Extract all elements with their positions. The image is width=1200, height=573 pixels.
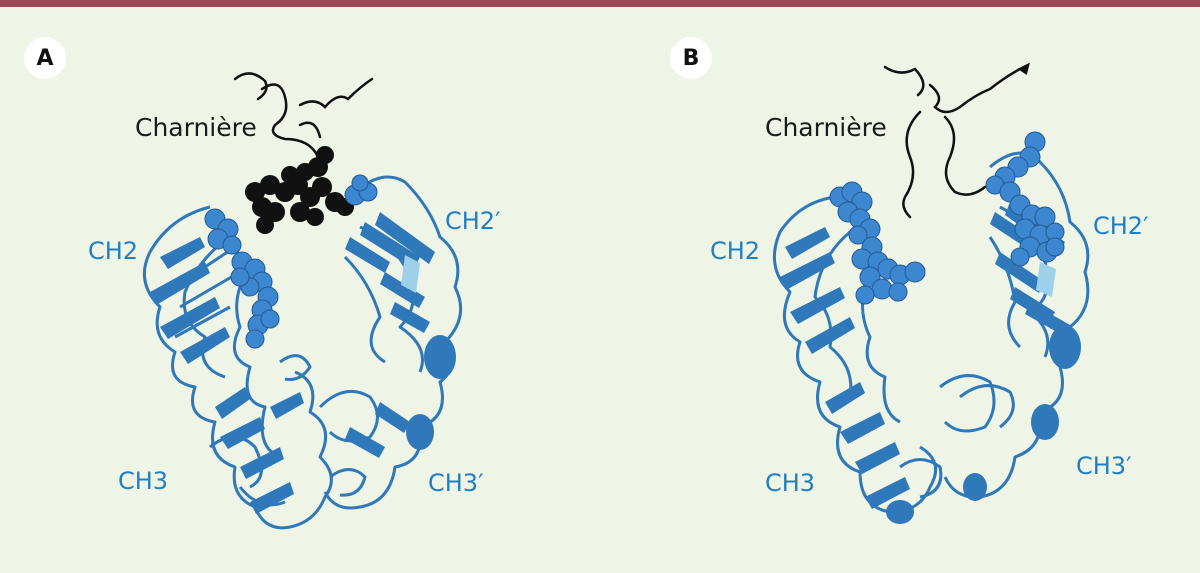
ch3-left-label: CH3 — [765, 469, 816, 497]
binding-spheres-blue-b — [829, 131, 1065, 305]
ch2-left-label: CH2 — [710, 237, 761, 265]
hinge-chain-a — [233, 72, 374, 159]
hinge-chain-b — [883, 62, 1030, 219]
hinge-spheres-black — [245, 146, 354, 234]
ch2-left-label: CH2 — [88, 237, 139, 265]
ch2-right-label: CH2′ — [445, 207, 501, 235]
panel-a: A Charnière CH2 CH2′ CH3 CH3′ — [0, 7, 600, 573]
panel-b: B Charnière CH2 CH2′ CH3 CH3′ — [600, 7, 1200, 573]
panel-badge: A — [24, 37, 66, 79]
fc-structure-b — [772, 62, 1090, 524]
fc-structure-a — [142, 72, 463, 530]
ch3-left-label: CH3 — [118, 467, 169, 495]
ch2-right-label: CH2′ — [1093, 212, 1149, 240]
panel-badge: B — [670, 37, 712, 79]
binding-spheres-blue — [204, 174, 378, 349]
light-strand-a — [401, 255, 420, 293]
beta-strands-left — [150, 237, 304, 514]
hinge-label: Charnière — [765, 113, 887, 142]
ch3-right-label: CH3′ — [428, 469, 484, 497]
ch3-right-label: CH3′ — [1076, 452, 1132, 480]
beta-strands-left-b — [780, 227, 914, 524]
beta-strands-right — [345, 212, 456, 458]
hinge-label: Charnière — [135, 113, 257, 142]
light-strand-b — [1036, 262, 1056, 297]
top-accent-bar — [0, 0, 1200, 7]
